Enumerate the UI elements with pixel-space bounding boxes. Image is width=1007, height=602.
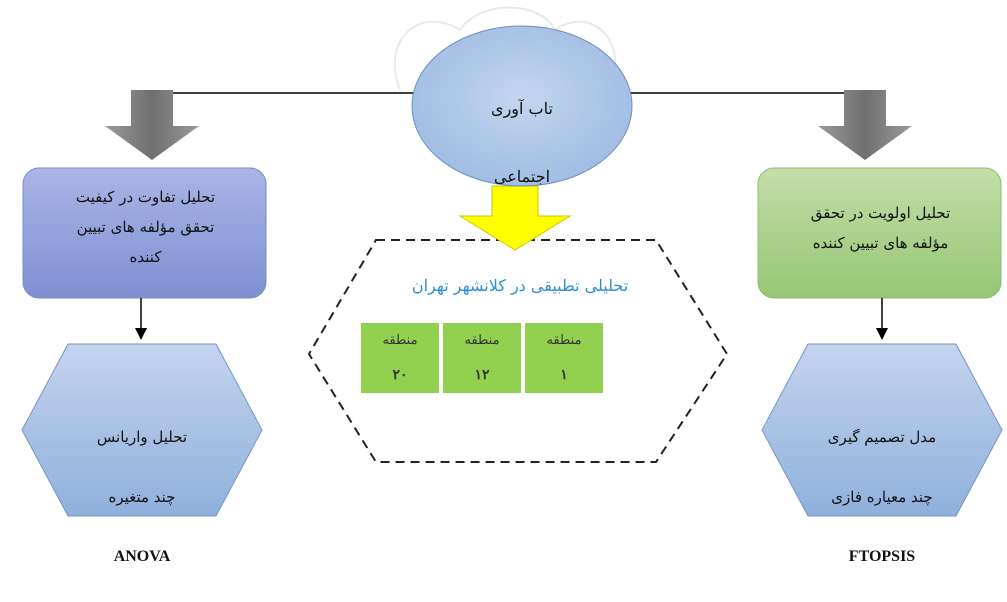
right-analysis-box <box>757 167 1002 299</box>
left-method-hexagon <box>21 343 263 517</box>
region-label: منطقه <box>464 332 500 348</box>
left-hex-text: تحلیل واریانس چند متغیره ANOVA <box>52 392 232 602</box>
left-box-text: تحلیل تفاوت در کیفیت تحقق مؤلفه های تبیی… <box>75 188 216 266</box>
left-analysis-box <box>22 167 267 299</box>
region-number: ۲۰ <box>392 367 408 384</box>
right-down-arrow <box>876 298 888 340</box>
right-hex-text: مدل تصمیم گیری چند معیاره فازی FTOPSIS <box>792 392 972 602</box>
yellow-down-arrow <box>458 185 572 251</box>
right-box-text: تحلیل اولویت در تحقق مؤلفه های تبیین کنن… <box>810 204 951 252</box>
right-hex-line-2: چند معیاره فازی <box>831 488 933 506</box>
right-hex-method: FTOPSIS <box>848 548 916 565</box>
region-label: منطقه <box>546 332 582 348</box>
region-cell-2: منطقه ۱۲ <box>443 323 521 393</box>
left-hex-method: ANOVA <box>113 548 171 565</box>
region-number: ۱۲ <box>474 367 490 384</box>
case-study-dashed-hexagon <box>307 239 729 463</box>
center-line-1: تاب آوری <box>491 99 553 118</box>
region-cell-3: منطقه ۱ <box>525 323 603 393</box>
region-number: ۱ <box>560 367 568 384</box>
region-cell-1: منطقه ۲۰ <box>361 323 439 393</box>
diagram-canvas <box>21 6 1003 517</box>
right-gray-arrow <box>818 90 912 160</box>
left-down-arrow <box>135 298 147 340</box>
center-line-2: اجتماعی <box>493 167 551 186</box>
left-gray-arrow <box>105 90 199 160</box>
social-resilience-ellipse <box>411 25 633 187</box>
right-method-hexagon <box>761 343 1003 517</box>
left-hex-line-2: چند متغیره <box>108 488 176 506</box>
left-hex-line-1: تحلیل واریانس <box>96 428 188 446</box>
right-hex-line-1: مدل تصمیم گیری <box>827 428 937 446</box>
region-label: منطقه <box>382 332 418 348</box>
center-concept-label: تاب آوری اجتماعی <box>432 58 612 228</box>
case-study-title: تحلیلی تطبیقی در کلانشهر تهران <box>411 276 629 295</box>
